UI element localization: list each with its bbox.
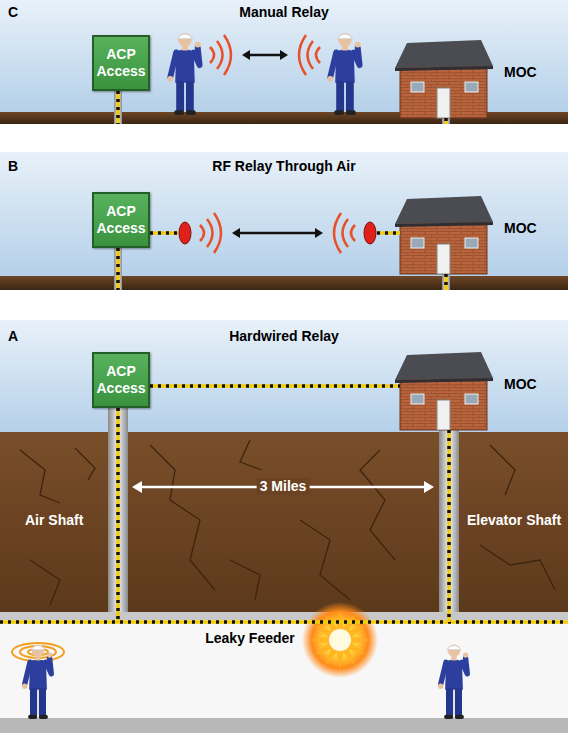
panel-title: RF Relay Through Air	[212, 158, 355, 175]
tunnel	[0, 620, 568, 718]
panel-letter: C	[8, 4, 18, 21]
shaft-label: Air Shaft	[22, 512, 86, 529]
person	[22, 644, 52, 719]
panel-letter: A	[8, 328, 18, 345]
cable-line	[150, 384, 400, 388]
panel-title: Hardwired Relay	[229, 328, 339, 345]
hardwired-link	[150, 386, 400, 387]
operations-building: MOC	[400, 352, 488, 430]
ground	[0, 276, 568, 290]
tunnel-ceiling	[0, 612, 568, 620]
distance-label: 3 Miles	[257, 478, 310, 495]
panel-letter: B	[8, 158, 18, 175]
house	[395, 40, 493, 118]
box-label: ACP Access	[96, 203, 145, 237]
building-label: MOC	[504, 220, 537, 237]
tunnel-floor	[0, 718, 568, 733]
pole	[442, 118, 450, 124]
cable	[118, 233, 446, 290]
house	[395, 352, 493, 430]
building-label: MOC	[504, 376, 537, 393]
shaft-label: Elevator Shaft	[464, 512, 564, 529]
access-point-box: ACP Access	[92, 192, 150, 248]
panel-b	[0, 152, 568, 290]
pole	[114, 91, 122, 124]
panel-c	[0, 0, 568, 124]
cable	[0, 408, 568, 622]
person	[438, 644, 468, 719]
explosion	[302, 602, 378, 678]
sky	[0, 320, 568, 432]
cable-dashes	[150, 384, 400, 388]
panel-a	[0, 320, 568, 733]
person	[167, 33, 200, 115]
double-arrow	[232, 228, 323, 238]
soil	[0, 432, 568, 612]
operations-building: MOC	[400, 40, 488, 118]
house	[395, 196, 493, 274]
access-point-box: ACP Access	[92, 35, 150, 91]
sky	[0, 152, 568, 276]
person	[327, 33, 360, 115]
box-label: ACP Access	[96, 363, 145, 397]
double-arrow	[242, 50, 288, 60]
box-label: ACP Access	[96, 46, 145, 80]
radio-node	[364, 222, 376, 244]
panel-title: Manual Relay	[239, 4, 328, 21]
cable	[118, 91, 446, 124]
radio-node	[179, 222, 191, 244]
pole	[442, 274, 450, 290]
pole	[114, 248, 122, 290]
building-label: MOC	[504, 64, 537, 81]
radio-waves	[200, 213, 355, 253]
voice-waves	[210, 35, 320, 75]
operations-building: MOC	[400, 196, 488, 274]
access-point-box: ACP Access	[92, 352, 150, 408]
cable-label: Leaky Feeder	[202, 630, 298, 647]
